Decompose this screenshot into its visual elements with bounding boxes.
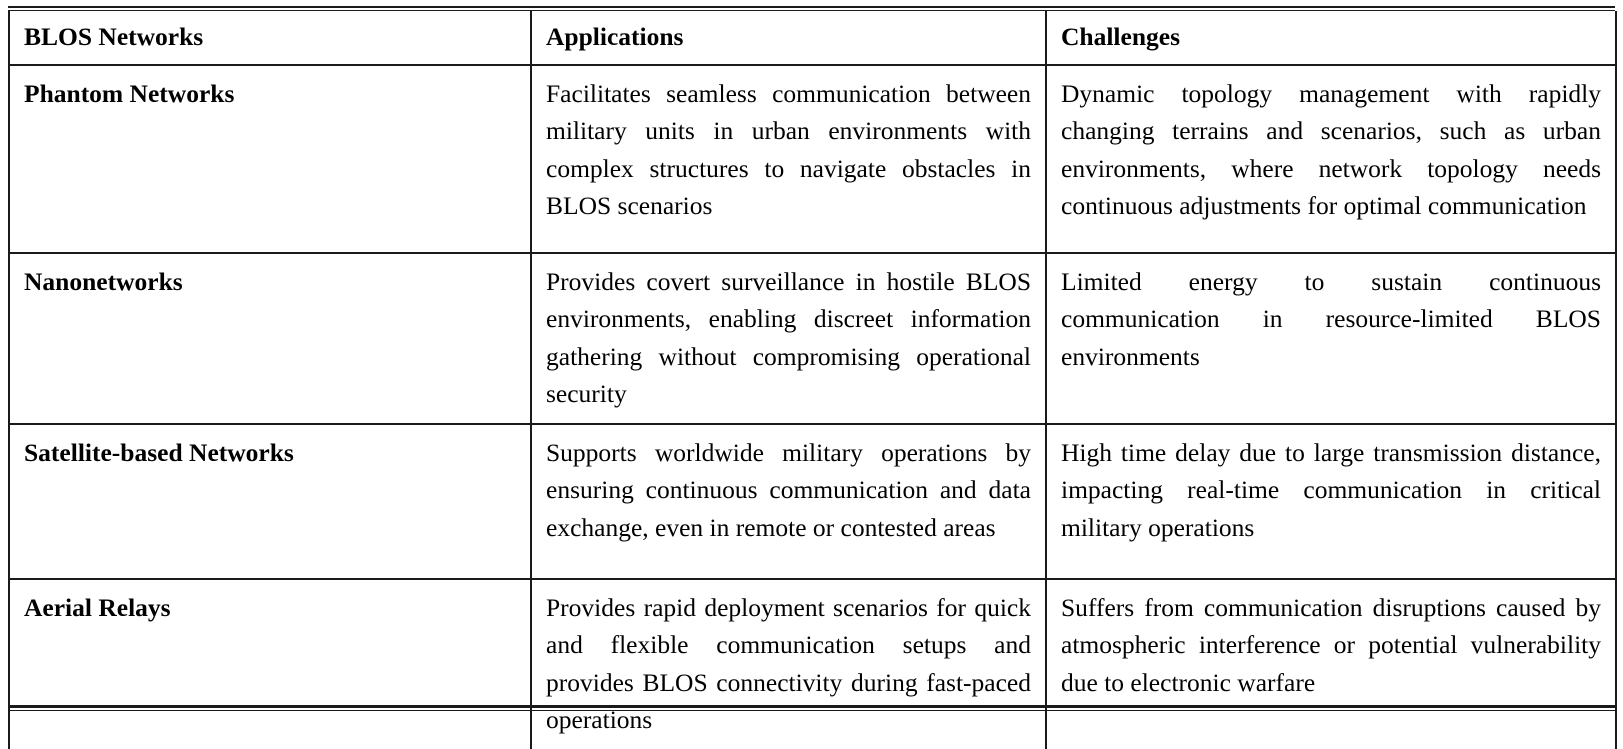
table-row: Satellite-based Networks Supports worldw… bbox=[8, 424, 1617, 581]
cell-applications: Provides covert surveillance in hostile … bbox=[530, 253, 1047, 426]
applications-text: Facilitates seamless communication betwe… bbox=[546, 79, 1031, 220]
cell-network-name: Nanonetworks bbox=[8, 253, 532, 426]
applications-text: Supports worldwide military operations b… bbox=[546, 438, 1031, 542]
applications-text: Provides covert surveillance in hostile … bbox=[546, 267, 1031, 408]
cell-challenges: High time delay due to large transmissio… bbox=[1045, 424, 1617, 581]
table-top-double-rule bbox=[8, 6, 1615, 11]
table-header-row: BLOS Networks Applications Challenges bbox=[8, 11, 1617, 67]
table-header: BLOS Networks Applications Challenges bbox=[8, 11, 1617, 67]
applications-text: Provides rapid deployment scenarios for … bbox=[546, 593, 1031, 734]
table-bottom-double-rule bbox=[8, 705, 1615, 711]
challenges-text: High time delay due to large transmissio… bbox=[1061, 438, 1601, 542]
challenges-text: Suffers from communication disruptions c… bbox=[1061, 593, 1601, 697]
cell-network-name: Aerial Relays bbox=[8, 579, 532, 749]
network-name-text: Nanonetworks bbox=[24, 267, 183, 297]
cell-applications: Supports worldwide military operations b… bbox=[530, 424, 1047, 581]
cell-applications: Facilitates seamless communication betwe… bbox=[530, 65, 1047, 255]
table-row: Phantom Networks Facilitates seamless co… bbox=[8, 65, 1617, 255]
column-header-applications: Applications bbox=[530, 11, 1047, 67]
network-name-text: Aerial Relays bbox=[24, 593, 171, 623]
cell-applications: Provides rapid deployment scenarios for … bbox=[530, 579, 1047, 749]
challenges-text: Limited energy to sustain continuous com… bbox=[1061, 267, 1601, 371]
blos-networks-table: BLOS Networks Applications Challenges Ph… bbox=[8, 11, 1617, 749]
table-row: Nanonetworks Provides covert surveillanc… bbox=[8, 253, 1617, 426]
column-header-blos-networks: BLOS Networks bbox=[8, 11, 532, 67]
cell-challenges: Dynamic topology management with rapidly… bbox=[1045, 65, 1617, 255]
table-row: Aerial Relays Provides rapid deployment … bbox=[8, 579, 1617, 749]
table-body: Phantom Networks Facilitates seamless co… bbox=[8, 65, 1617, 749]
cell-network-name: Phantom Networks bbox=[8, 65, 532, 255]
cell-challenges: Limited energy to sustain continuous com… bbox=[1045, 253, 1617, 426]
network-name-text: Satellite-based Networks bbox=[24, 438, 294, 468]
column-header-challenges: Challenges bbox=[1045, 11, 1617, 67]
network-name-text: Phantom Networks bbox=[24, 79, 235, 109]
cell-network-name: Satellite-based Networks bbox=[8, 424, 532, 581]
challenges-text: Dynamic topology management with rapidly… bbox=[1061, 79, 1601, 220]
cell-challenges: Suffers from communication disruptions c… bbox=[1045, 579, 1617, 749]
